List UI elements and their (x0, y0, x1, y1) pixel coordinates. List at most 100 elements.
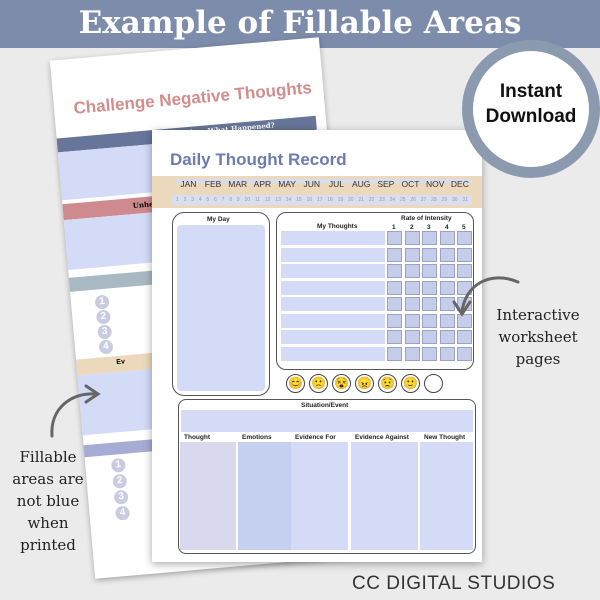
column-field[interactable] (351, 442, 418, 550)
month-oct[interactable]: OCT (398, 179, 423, 189)
intensity-checkbox[interactable] (405, 297, 420, 311)
month-nov[interactable]: NOV (422, 179, 448, 189)
month-dec[interactable]: DEC (447, 179, 473, 189)
intensity-checkbox[interactable] (422, 247, 437, 262)
mood-face-icon[interactable]: 🙂 (401, 374, 420, 393)
day-31[interactable]: 31 (462, 197, 468, 203)
day-9[interactable]: 9 (236, 197, 240, 203)
intensity-checkbox[interactable] (440, 231, 455, 245)
thought-field[interactable] (281, 231, 385, 245)
mood-face-icon[interactable]: 😊 (286, 374, 305, 393)
mood-face-icon[interactable]: 😠 (355, 374, 374, 393)
intensity-checkbox[interactable] (387, 264, 402, 278)
intensity-checkbox[interactable] (440, 247, 455, 262)
month-jan[interactable]: JAN (176, 179, 201, 189)
intensity-checkbox[interactable] (387, 346, 402, 361)
situation-field[interactable] (181, 410, 473, 432)
my-day-field[interactable] (177, 225, 265, 391)
thought-field[interactable] (281, 330, 385, 344)
day-23[interactable]: 23 (379, 197, 385, 203)
intensity-checkbox[interactable] (387, 313, 402, 328)
intensity-checkbox[interactable] (422, 313, 437, 328)
column-field[interactable] (180, 442, 236, 550)
column-field[interactable] (291, 442, 348, 550)
intensity-checkbox[interactable] (440, 313, 455, 328)
intensity-checkbox[interactable] (387, 330, 402, 344)
intensity-checkbox[interactable] (422, 346, 437, 361)
column-field[interactable] (420, 442, 473, 550)
thought-field[interactable] (281, 280, 385, 295)
month-feb[interactable]: FEB (200, 179, 226, 189)
day-11[interactable]: 11 (254, 197, 261, 203)
day-28[interactable]: 28 (431, 197, 437, 203)
intensity-checkbox[interactable] (405, 264, 420, 278)
day-13[interactable]: 13 (275, 197, 281, 203)
intensity-checkbox[interactable] (422, 264, 437, 278)
day-15[interactable]: 15 (296, 197, 302, 203)
day-2[interactable]: 2 (183, 197, 187, 203)
day-21[interactable]: 21 (358, 197, 364, 203)
month-jul[interactable]: JUL (324, 179, 349, 189)
day-17[interactable]: 17 (316, 197, 323, 203)
intensity-checkbox[interactable] (440, 264, 455, 278)
intensity-checkbox[interactable] (405, 313, 420, 328)
day-14[interactable]: 14 (285, 197, 292, 203)
thought-field[interactable] (281, 313, 385, 328)
month-aug[interactable]: AUG (348, 179, 374, 189)
intensity-checkbox[interactable] (422, 231, 437, 245)
day-19[interactable]: 19 (337, 197, 344, 203)
intensity-checkbox[interactable] (457, 264, 472, 278)
intensity-checkbox[interactable] (457, 346, 472, 361)
month-jun[interactable]: JUN (299, 179, 325, 189)
intensity-checkbox[interactable] (387, 231, 402, 245)
intensity-checkbox[interactable] (387, 297, 402, 311)
day-7[interactable]: 7 (221, 197, 225, 203)
intensity-checkbox[interactable] (422, 330, 437, 344)
day-4[interactable]: 4 (198, 197, 202, 203)
column-field[interactable] (238, 442, 291, 550)
intensity-checkbox[interactable] (422, 280, 437, 295)
intensity-checkbox[interactable] (405, 330, 420, 344)
intensity-checkbox[interactable] (457, 330, 472, 344)
intensity-checkbox[interactable] (405, 346, 420, 361)
intensity-checkbox[interactable] (457, 313, 472, 328)
day-29[interactable]: 29 (441, 197, 448, 203)
thought-field[interactable] (281, 297, 385, 311)
mood-face-icon[interactable]: 😟 (378, 374, 397, 393)
day-25[interactable]: 25 (399, 197, 406, 203)
intensity-checkbox[interactable] (405, 231, 420, 245)
thought-field[interactable] (281, 346, 385, 361)
intensity-checkbox[interactable] (440, 346, 455, 361)
intensity-checkbox[interactable] (440, 280, 455, 295)
day-24[interactable]: 24 (389, 197, 396, 203)
day-30[interactable]: 30 (451, 197, 458, 203)
mood-face-icon[interactable]: 😵 (332, 374, 351, 393)
thought-field[interactable] (281, 247, 385, 262)
day-10[interactable]: 10 (244, 197, 251, 203)
day-22[interactable]: 22 (368, 197, 375, 203)
day-12[interactable]: 12 (264, 197, 271, 203)
intensity-checkbox[interactable] (422, 297, 437, 311)
mood-face-icon[interactable] (424, 374, 443, 393)
month-sep[interactable]: SEP (373, 179, 399, 189)
mood-face-icon[interactable]: 🙁 (309, 374, 328, 393)
intensity-checkbox[interactable] (457, 247, 472, 262)
intensity-checkbox[interactable] (387, 247, 402, 262)
day-3[interactable]: 3 (191, 197, 194, 203)
intensity-checkbox[interactable] (457, 231, 472, 245)
day-8[interactable]: 8 (229, 197, 233, 203)
month-mar[interactable]: MAR (225, 179, 251, 189)
day-6[interactable]: 6 (214, 197, 217, 203)
intensity-checkbox[interactable] (405, 247, 420, 262)
intensity-checkbox[interactable] (440, 330, 455, 344)
day-1[interactable]: 1 (176, 197, 179, 203)
month-may[interactable]: MAY (274, 179, 300, 189)
day-5[interactable]: 5 (206, 197, 210, 203)
month-apr[interactable]: APR (250, 179, 275, 189)
day-27[interactable]: 27 (420, 197, 427, 203)
thought-field[interactable] (281, 264, 385, 278)
day-20[interactable]: 20 (348, 197, 354, 203)
intensity-checkbox[interactable] (405, 280, 420, 295)
day-18[interactable]: 18 (327, 197, 333, 203)
day-16[interactable]: 16 (306, 197, 313, 203)
